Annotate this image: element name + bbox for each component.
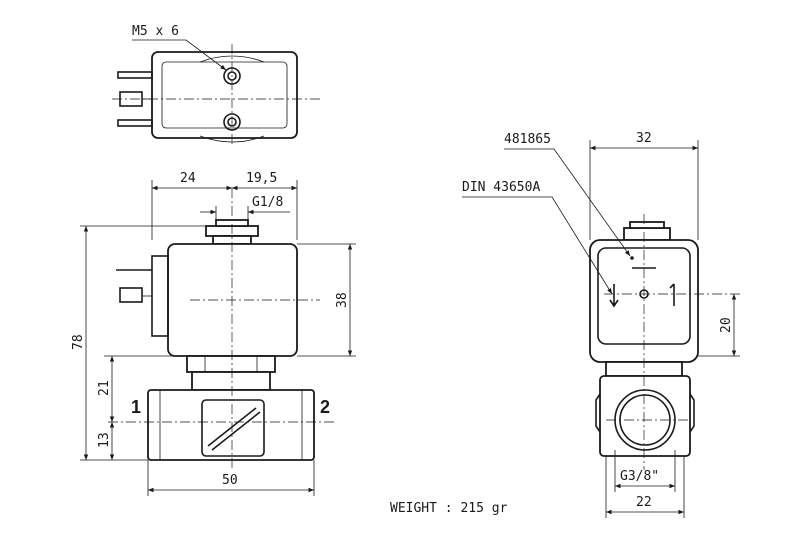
weight-label: WEIGHT : 215 gr — [390, 501, 508, 516]
port-1-label: 1 — [131, 397, 141, 417]
dim-22: 22 — [636, 495, 652, 510]
dim-19-5: 19,5 — [246, 171, 277, 186]
top-view: M5 x 6 — [112, 24, 320, 146]
dim-24: 24 — [180, 171, 196, 186]
front-view: 1 2 24 19,5 G1/8 78 21 13 38 — [71, 171, 356, 496]
port-2-label: 2 — [320, 397, 330, 417]
dim-50: 50 — [222, 473, 238, 488]
dim-78: 78 — [71, 334, 86, 350]
din-label: DIN 43650A — [462, 180, 540, 195]
code-label: 481865 — [504, 132, 551, 147]
thread-label: M5 x 6 — [132, 24, 179, 39]
port-g38-label: G3/8" — [620, 469, 659, 484]
dim-38: 38 — [335, 292, 350, 308]
dim-32: 32 — [636, 131, 652, 146]
side-view: 481865 DIN 43650A 32 20 G3/8" 22 — [462, 131, 740, 518]
port-g18-label: G1/8 — [252, 195, 283, 210]
dim-13: 13 — [97, 432, 112, 448]
dim-21: 21 — [97, 380, 112, 396]
dim-20: 20 — [719, 317, 734, 333]
